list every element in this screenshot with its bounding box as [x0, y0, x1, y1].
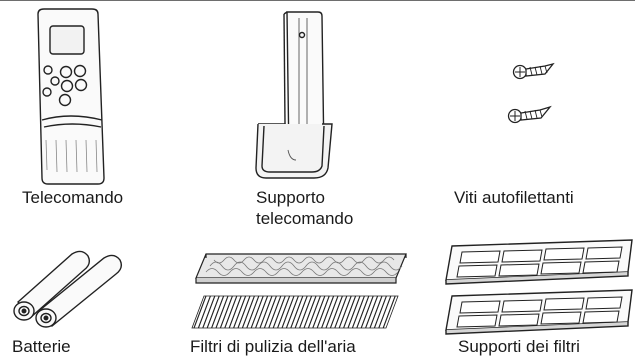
pleated-filter-lines — [193, 295, 396, 329]
remote-control-label: Telecomando — [22, 188, 124, 207]
batteries-label: Batterie — [12, 337, 71, 356]
screws-label: Viti autofilettanti — [454, 188, 574, 207]
air-filters-label: Filtri di pulizia dell'aria — [190, 337, 356, 356]
remote-holder-label-line2: telecomando — [256, 209, 354, 228]
remote-holder-label-line1: Supporto — [256, 188, 325, 207]
filter-holders-label: Supporti dei filtri — [458, 337, 580, 356]
top-divider-line — [0, 0, 635, 1]
